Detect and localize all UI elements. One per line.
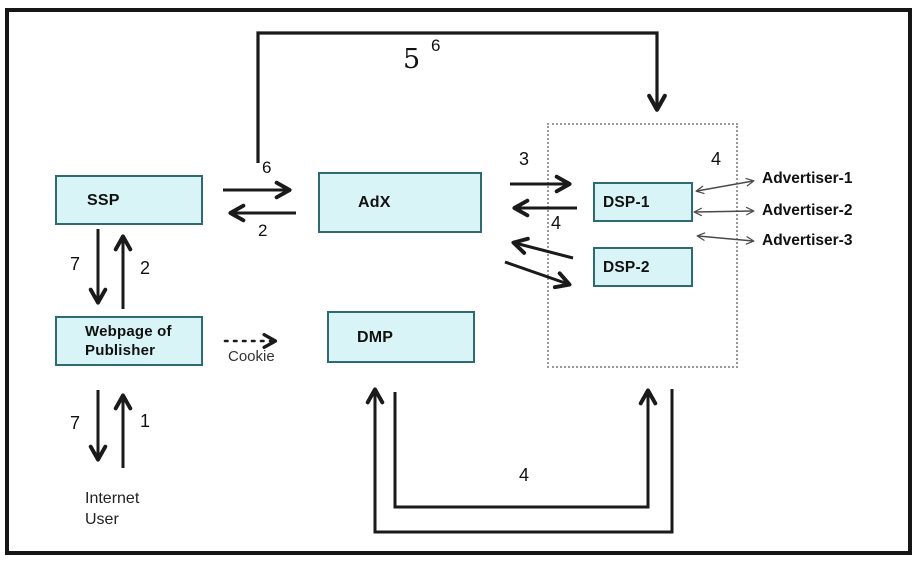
step-3-label: 3 xyxy=(519,149,530,169)
dsp-group-dotted-box xyxy=(547,123,738,368)
advertiser-1-label: Advertiser-1 xyxy=(762,170,853,187)
ssp-box: SSP xyxy=(55,175,203,225)
outer-frame xyxy=(5,8,912,555)
dsp2-label: DSP-2 xyxy=(603,258,650,276)
cookie-label: Cookie xyxy=(228,348,275,365)
advertiser-3-label: Advertiser-3 xyxy=(762,232,853,249)
adx-label: AdX xyxy=(358,194,391,211)
step-4-dmp-dsp-label: 4 xyxy=(519,465,530,485)
step-7-ssp-web-label: 7 xyxy=(70,254,81,274)
step-4-dsp-adx-label: 4 xyxy=(551,213,562,233)
dmp-box: DMP xyxy=(327,311,475,363)
advertiser-2-label: Advertiser-2 xyxy=(762,202,853,219)
publisher-webpage-box: Webpage of Publisher xyxy=(55,316,203,366)
step-6-top-label: 6 xyxy=(431,36,441,55)
ssp-label: SSP xyxy=(87,191,120,209)
step-5-label: 5 xyxy=(403,44,421,75)
step-4-advertiser-label: 4 xyxy=(711,149,722,169)
step-1-user-web-label: 1 xyxy=(140,411,151,431)
publisher-webpage-label: Webpage of Publisher xyxy=(85,323,172,359)
adx-box: AdX xyxy=(318,172,482,233)
step-2-adx-ssp-label: 2 xyxy=(258,221,268,240)
dsp1-label: DSP-1 xyxy=(603,193,650,211)
dsp1-box: DSP-1 xyxy=(593,182,693,222)
internet-user-label: Internet User xyxy=(85,490,140,528)
step-7-web-user-label: 7 xyxy=(70,413,81,433)
step-6-ssp-adx-label: 6 xyxy=(262,158,272,177)
step-2-web-ssp-label: 2 xyxy=(140,258,151,278)
dsp2-box: DSP-2 xyxy=(593,247,693,287)
dmp-label: DMP xyxy=(357,328,394,346)
